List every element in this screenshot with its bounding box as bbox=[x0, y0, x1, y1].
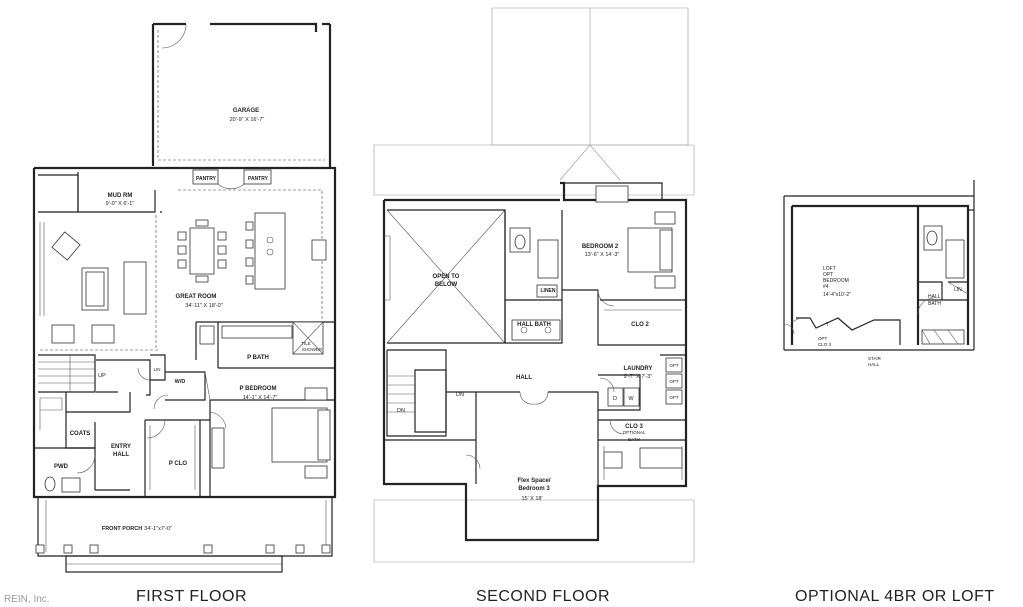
second-floor-labels: OPEN TO BELOW BEDROOM 2 13'-6" X 14'-3" … bbox=[397, 244, 679, 502]
tile-label: TILE bbox=[301, 341, 311, 346]
first-floor-plan: GARAGE 20'-9" X 16'-7" PANTRY PANTRY MUD… bbox=[32, 22, 337, 573]
loft-label: LOFT bbox=[823, 266, 836, 272]
optional-plan-walls bbox=[783, 180, 975, 351]
closet-2-label: CLO 2 bbox=[631, 322, 649, 328]
dryer-label: D bbox=[613, 396, 617, 402]
stair-down-label: DN bbox=[456, 392, 464, 398]
great-room-dimensions: 34'-11" X 18'-0" bbox=[185, 303, 222, 309]
garage-dimensions: 20'-9" X 16'-7" bbox=[230, 117, 265, 123]
optional-closet-label: OPT bbox=[818, 336, 828, 341]
stair-up-label: UP bbox=[98, 373, 106, 379]
first-floor-labels: GARAGE 20'-9" X 16'-7" PANTRY PANTRY MUD… bbox=[54, 108, 323, 532]
stair-down-label: DN bbox=[397, 408, 405, 414]
shower-label: SHOWER bbox=[302, 347, 323, 352]
entry-hall-label: HALL bbox=[113, 452, 129, 458]
hall-bath-label: HALL BATH bbox=[517, 322, 551, 328]
entry-label: ENTRY bbox=[111, 444, 131, 450]
watermark: REIN, Inc. bbox=[4, 594, 50, 605]
open-to-below-label-line2: BELOW bbox=[435, 282, 458, 288]
flex-space-label: Flex Space/ bbox=[517, 478, 550, 484]
powder-room-label: PWD bbox=[54, 464, 69, 470]
washer-label: W bbox=[628, 396, 634, 402]
bedroom-3-label: Bedroom 3 bbox=[518, 486, 550, 492]
laundry-label: LAUNDRY bbox=[623, 366, 652, 372]
front-porch bbox=[35, 497, 333, 573]
primary-bedroom-dimensions: 14'-1" X 14'-7" bbox=[243, 395, 278, 401]
second-floor-plan: OPEN TO BELOW BEDROOM 2 13'-6" X 14'-3" … bbox=[373, 7, 695, 563]
open-to-below-label: OPEN TO bbox=[433, 274, 460, 280]
bedroom-2-label: BEDROOM 2 bbox=[582, 244, 619, 250]
hall-bath-label: HALL bbox=[928, 294, 941, 300]
optional-bath-label: OPTIONAL bbox=[623, 430, 646, 435]
closet-3-label: CLO 3 bbox=[625, 424, 643, 430]
front-porch-label: FRONT PORCH bbox=[102, 526, 142, 532]
optional-plan-caption: OPTIONAL 4BR OR LOFT bbox=[795, 588, 995, 605]
pantry-label: PANTRY bbox=[248, 176, 269, 182]
hall-label: HALL bbox=[516, 375, 532, 381]
second-floor-roof bbox=[373, 7, 695, 563]
stair-label: STAIR bbox=[868, 356, 882, 361]
primary-closet-label: P CLO bbox=[169, 461, 188, 467]
stair-hall-label: HALL bbox=[868, 362, 880, 367]
great-room-label: GREAT ROOM bbox=[176, 294, 217, 300]
optional-plan: LOFT OPT BEDROOM #4 14'-4"x10'-2" HALL B… bbox=[783, 180, 975, 367]
loft-number-label: #4 bbox=[823, 284, 829, 290]
optional-cabinet-label: OPT bbox=[669, 363, 679, 368]
optional-cabinet-label: OPT bbox=[669, 395, 679, 400]
loft-dimensions: 14'-4"x10'-2" bbox=[823, 292, 851, 298]
hall-bath-label-line2: BATH bbox=[928, 301, 941, 307]
first-floor-caption: FIRST FLOOR bbox=[136, 588, 247, 605]
second-floor-walls bbox=[382, 181, 688, 542]
garage bbox=[151, 22, 332, 168]
garage-label: GARAGE bbox=[233, 108, 259, 114]
mud-room-label: MUD RM bbox=[108, 193, 133, 199]
optional-bath-label-line2: BATH bbox=[628, 437, 640, 442]
loft-option-label: OPT bbox=[823, 272, 833, 278]
loft-bedroom-label: BEDROOM bbox=[823, 278, 849, 284]
second-floor-stair bbox=[386, 349, 476, 437]
linen-label: LIN bbox=[153, 367, 160, 372]
first-floor-walls bbox=[32, 166, 337, 499]
primary-bedroom-label: P BEDROOM bbox=[240, 386, 277, 392]
linen-label: LIN bbox=[954, 287, 962, 293]
washer-dryer-label: W/D bbox=[175, 379, 186, 385]
optional-plan-labels: LOFT OPT BEDROOM #4 14'-4"x10'-2" HALL B… bbox=[818, 266, 962, 367]
pantry-label: PANTRY bbox=[196, 176, 217, 182]
first-floor-stair bbox=[38, 354, 131, 430]
front-porch-dimensions: 34'-1"x7'-0" bbox=[144, 526, 172, 532]
coats-label: COATS bbox=[70, 431, 91, 437]
second-floor-caption: SECOND FLOOR bbox=[476, 588, 611, 605]
mud-room-dimensions: 9'-0" X 6'-1" bbox=[106, 201, 135, 207]
linen-label: LINEN bbox=[541, 288, 556, 294]
t-label: T bbox=[826, 322, 829, 328]
laundry-dimensions: 9'-7" X 7'-3" bbox=[624, 374, 653, 380]
bedroom-2-dimensions: 13'-6" X 14'-3" bbox=[585, 252, 620, 258]
optional-cabinet-label: OPT bbox=[669, 379, 679, 384]
optional-closet-3-label: CLO 3 bbox=[818, 342, 832, 347]
primary-bath-label: P BATH bbox=[247, 355, 269, 361]
flex-space-dimensions: 15' X 18' bbox=[521, 496, 542, 502]
